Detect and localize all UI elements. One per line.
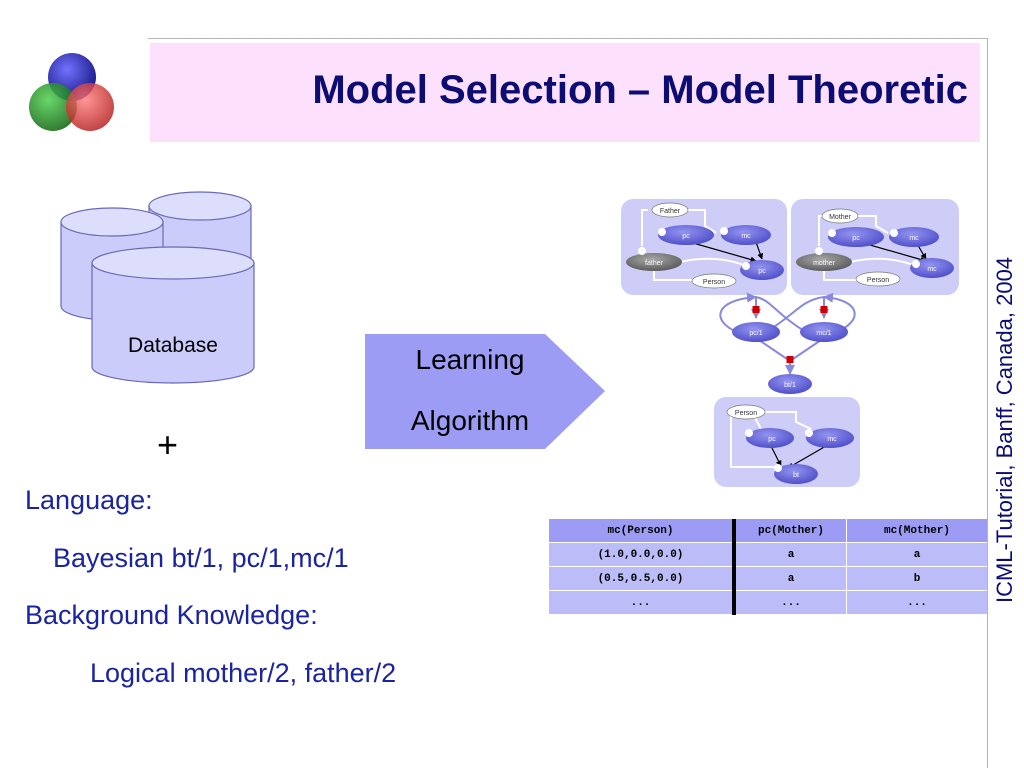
database-cylinders [60, 191, 255, 384]
person-pc-node [746, 428, 794, 448]
mother-clause-box: Mother pc mc mother mc Person [791, 199, 959, 295]
svg-text:mc: mc [909, 235, 919, 242]
father-person-node [691, 273, 737, 289]
table-header-row: mc(Person) pc(Mother) mc(Mother) [549, 519, 987, 543]
title-band [150, 43, 980, 142]
cpd-table: mc(Person) pc(Mother) mc(Mother) (1.0,0.… [549, 519, 987, 615]
mc1-node [800, 322, 848, 342]
person-clause-box: Person pc mc bt [714, 397, 860, 487]
table-cell: a [846, 542, 987, 567]
database-cylinder-front [91, 246, 255, 384]
database-label: Database [128, 334, 218, 357]
svg-text:pc: pc [852, 235, 860, 242]
bayesian-network-diagram: Father pc mc father pc Person Mother pc … [621, 199, 959, 487]
svg-text:mc: mc [927, 266, 937, 273]
mother-relation-node [796, 253, 852, 271]
svg-text:Person: Person [703, 279, 725, 286]
svg-text:Father: Father [660, 208, 681, 215]
svg-text:Person: Person [867, 277, 889, 284]
background-knowledge-heading: Background Knowledge: [25, 600, 318, 630]
person-header-node [726, 404, 766, 420]
svg-text:pc/1: pc/1 [749, 330, 762, 337]
father-child-pc-node [740, 260, 784, 280]
pc1-node [732, 322, 780, 342]
right-rule [987, 38, 988, 768]
table-row: (0.5,0.5,0.0) a b [549, 566, 987, 591]
svg-text:mc: mc [741, 233, 751, 240]
table-cell: ... [734, 590, 847, 615]
person-bt-node [774, 464, 818, 484]
table-row: (1.0,0.0,0.0) a a [549, 542, 987, 567]
mother-person-node [855, 271, 901, 287]
father-header-node [651, 202, 689, 218]
table-cell: a [734, 566, 847, 591]
svg-text:pc: pc [682, 233, 690, 240]
arrow-label-line1: Learning [415, 344, 525, 375]
logo-red-circle [66, 83, 114, 131]
svg-text:mc/1: mc/1 [816, 330, 831, 337]
table-cell: ... [846, 590, 987, 615]
column-header: pc(Mother) [734, 519, 847, 543]
mother-header-node [821, 208, 859, 224]
top-rule [148, 38, 988, 39]
svg-text:father: father [645, 260, 664, 267]
predicate-network: pc/1 mc/1 bt/1 [719, 292, 856, 394]
father-mc-node [721, 225, 771, 245]
bt1-node [768, 374, 812, 394]
pc-aggregator-node [752, 306, 760, 313]
table-cell: (0.5,0.5,0.0) [549, 566, 736, 591]
three-circles-logo [29, 53, 114, 131]
mother-pc-node [828, 227, 884, 247]
plus-sign: + [157, 424, 179, 465]
father-relation-node [626, 253, 682, 271]
table-cell: (1.0,0.0,0.0) [549, 542, 736, 567]
table-cell: ... [549, 590, 736, 615]
column-header: mc(Person) [549, 519, 736, 543]
table-cell: b [846, 566, 987, 591]
father-clause-box: Father pc mc father pc Person [621, 199, 787, 295]
father-pc-node [658, 225, 714, 245]
logo-green-circle [29, 83, 77, 131]
language-heading: Language: [25, 485, 153, 515]
vertical-caption: ICML-Tutorial, Banff, Canada, 2004 [992, 256, 1017, 604]
svg-text:bt: bt [793, 472, 799, 479]
person-mc-node [806, 428, 854, 448]
language-value: Bayesian bt/1, pc/1,mc/1 [53, 543, 349, 573]
column-header: mc(Mother) [846, 519, 987, 543]
svg-text:Person: Person [735, 410, 757, 417]
bt-aggregator-node [786, 356, 794, 363]
mc-aggregator-node [820, 306, 828, 313]
slide-title: Model Selection – Model Theoretic [312, 68, 968, 112]
learning-algorithm-arrow [365, 334, 605, 449]
svg-text:pc: pc [758, 268, 766, 275]
svg-text:mother: mother [813, 260, 835, 267]
background-knowledge-value: Logical mother/2, father/2 [90, 658, 397, 688]
arrow-label-line2: Algorithm [410, 405, 530, 436]
svg-text:mc: mc [827, 436, 837, 443]
svg-text:bt/1: bt/1 [784, 382, 796, 389]
mother-child-mc-node [910, 258, 954, 278]
svg-text:pc: pc [768, 436, 776, 443]
table-row: ... ... ... [549, 590, 987, 615]
svg-text:Mother: Mother [829, 214, 851, 221]
mother-mc-node [889, 227, 939, 247]
table-cell: a [734, 542, 847, 567]
